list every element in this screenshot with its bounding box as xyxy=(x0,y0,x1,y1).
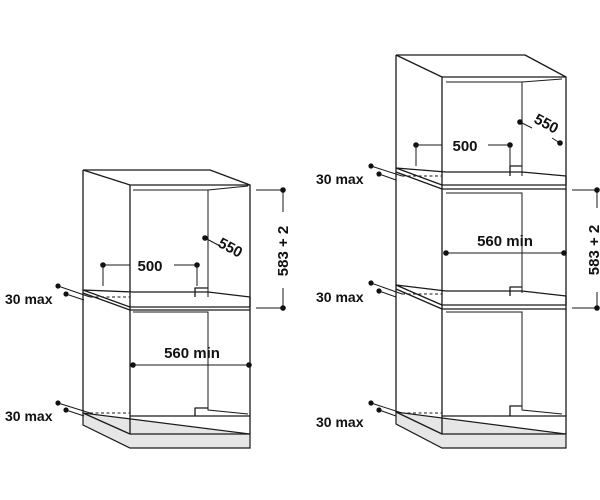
left-height-label: 583 + 2 xyxy=(275,226,292,276)
left-upper-clearance-label: 30 max xyxy=(5,291,53,307)
left-min-width-dimension: 560 min xyxy=(130,345,252,368)
left-depth-label: 550 xyxy=(215,235,245,262)
left-min-width-label: 560 min xyxy=(164,345,220,362)
left-upper-clearance-dimension: 30 max xyxy=(5,283,130,307)
right-bottom-clearance-label: 30 max xyxy=(316,414,364,430)
left-height-dimension: 583 + 2 xyxy=(256,187,292,311)
right-middle-clearance-label: 30 max xyxy=(316,289,364,305)
left-inner-width-dimension: 500 xyxy=(100,258,200,286)
right-min-width-dimension: 560 min xyxy=(443,233,567,256)
right-bottom-clearance-dimension: 30 max xyxy=(316,400,442,430)
left-cabinet xyxy=(82,169,251,449)
right-top-clearance-dimension: 30 max xyxy=(316,163,442,187)
right-depth-label: 550 xyxy=(531,111,561,138)
right-height-dimension: 583 + 2 xyxy=(572,187,600,311)
right-height-label: 583 + 2 xyxy=(586,225,600,275)
left-lower-clearance-label: 30 max xyxy=(5,408,53,424)
right-middle-clearance-dimension: 30 max xyxy=(316,280,442,305)
left-lower-clearance-dimension: 30 max xyxy=(5,400,130,424)
left-inner-width-label: 500 xyxy=(137,258,162,275)
right-top-clearance-label: 30 max xyxy=(316,171,364,187)
right-depth-dimension: 550 xyxy=(517,111,563,146)
right-inner-width-label: 500 xyxy=(452,138,477,155)
right-min-width-label: 560 min xyxy=(477,233,533,250)
left-depth-dimension: 550 xyxy=(202,235,245,262)
right-inner-width-dimension: 500 xyxy=(413,138,513,166)
right-cabinet xyxy=(395,54,567,449)
